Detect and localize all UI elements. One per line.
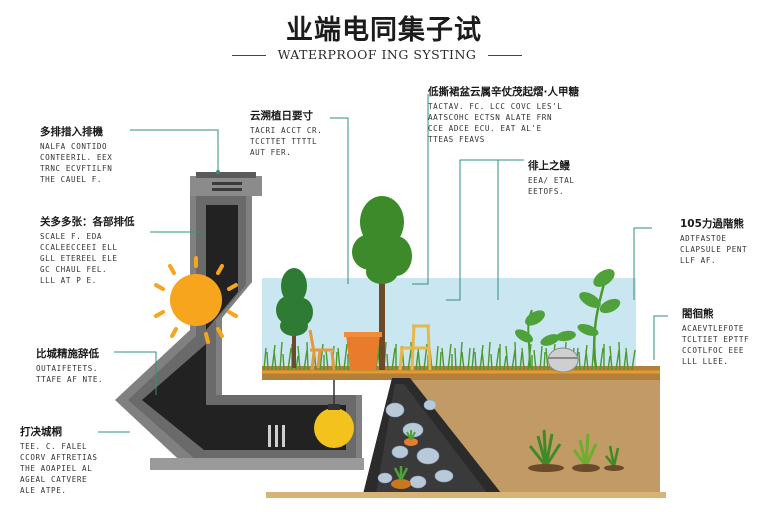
callout-9-line-2: TCLTIET EPTTF xyxy=(682,335,750,344)
callout-1: 多排措入排機 NALFA CONTIDO CONTEERIL. EEX TRNC… xyxy=(40,124,112,185)
pipe-cap-slot xyxy=(212,182,242,185)
callout-4: 打决城桐 TEE. C. FALEL CCORV AFTRETIAS THE A… xyxy=(20,424,98,496)
callout-9: 閤徊熊 ACAEVTLEFOTE TCLTIET EPTTF CCOTLFOC … xyxy=(682,306,749,367)
pipe-inner xyxy=(142,205,346,450)
subtitle-rule-left xyxy=(232,55,266,56)
chair-icon xyxy=(308,329,336,371)
callout-4-line-4: AGEAL CATVERE xyxy=(20,475,88,484)
callout-4-line-3: THE AOAPIEL AL xyxy=(20,464,93,473)
callout-5-line-3: AUT FER. xyxy=(250,148,292,157)
callout-6-line-4: TTEAS FEAVS xyxy=(428,135,485,144)
callout-4-title: 打决城桐 xyxy=(20,426,62,438)
callout-7-line-2: EETOFS. xyxy=(528,187,565,196)
callout-8-title: 105力過階熊 xyxy=(680,218,744,230)
callout-2: 关多多张：各部排低 SCALE F. EDA CCALEECCEEI ELL G… xyxy=(40,214,135,286)
chair-right-icon xyxy=(398,324,432,371)
page-title: 业端电同集子试 xyxy=(286,15,482,46)
callout-1-title: 多排措入排機 xyxy=(40,126,103,138)
page-subtitle: WATERPROOF ING SYSTING xyxy=(277,47,477,62)
callout-6-line-3: CCE ADCE ECU. EAT AL'E xyxy=(428,124,542,133)
subtitle-wrap: WATERPROOF ING SYSTING xyxy=(232,46,522,66)
callout-3: 比城精施辞低 OUTAIFETETS. TTAFE AF NTE. xyxy=(36,346,103,385)
callout-7-line-1: EEA/ ETAL xyxy=(528,176,575,185)
callout-5: 云溯植日要寸 TACRI ACCT CR. TCCTTET TTTTL AUT … xyxy=(250,108,322,158)
callout-2-line-5: LLL AT P E. xyxy=(40,276,97,285)
callout-8-line-3: LLF AF. xyxy=(680,256,717,265)
bulb-icon xyxy=(314,380,354,448)
callout-9-title: 閤徊熊 xyxy=(682,308,714,320)
vent-bars xyxy=(268,425,285,447)
underground-plants xyxy=(391,429,624,489)
callout-8: 105力過階熊 ADTFASTOE CLAPSULE PENT LLF AF. xyxy=(680,216,747,266)
callout-9-line-3: CCOTLFOC EEE xyxy=(682,346,745,355)
callout-4-line-2: CCORV AFTRETIAS xyxy=(20,453,98,462)
callout-6-line-2: AATSCOHC ECTSN ALATE FRN xyxy=(428,113,553,122)
callout-6: 低撕裙盆云属辛仗茂起熠·人甲糖 TACTAV. FC. LCC COVC LES… xyxy=(428,84,579,145)
bush-icon xyxy=(276,268,313,368)
callout-9-line-1: ACAEVTLEFOTE xyxy=(682,324,745,333)
subtitle-rule-right xyxy=(488,55,522,56)
callout-2-line-4: GC CHAUL FEL. xyxy=(40,265,108,274)
callout-6-title: 低撕裙盆云属辛仗茂起熠·人甲糖 xyxy=(428,86,579,98)
callout-8-line-1: ADTFASTOE xyxy=(680,234,727,243)
callout-7: 徘上之鳗 EEA/ ETAL EETOFS. xyxy=(528,158,575,197)
callout-1-line-1: NALFA CONTIDO xyxy=(40,142,108,151)
pipe-base xyxy=(150,458,364,470)
callout-5-line-1: TACRI ACCT CR. xyxy=(250,126,323,135)
callout-2-title: 关多多张：各部排低 xyxy=(40,216,135,228)
callout-8-line-2: CLAPSULE PENT xyxy=(680,245,748,254)
tree-icon xyxy=(352,196,412,370)
callout-2-line-2: CCALEECCEEI ELL xyxy=(40,243,118,252)
callout-3-line-2: TTAFE AF NTE. xyxy=(36,375,104,384)
pipe-cap-slot2 xyxy=(212,188,242,191)
callout-6-line-1: TACTAV. FC. LCC COVC LES'L xyxy=(428,102,563,111)
callout-5-line-2: TCCTTET TTTTL xyxy=(250,137,318,146)
pipe-cap xyxy=(190,176,262,196)
ground-strip xyxy=(266,492,666,498)
callout-3-title: 比城精施辞低 xyxy=(36,348,99,360)
gravel-stones xyxy=(377,399,454,489)
plant-icon xyxy=(514,269,621,369)
callout-1-line-3: TRNC ECVFTILFN xyxy=(40,164,113,173)
callout-2-line-1: SCALE F. EDA xyxy=(40,232,103,241)
sun-icon xyxy=(154,256,238,344)
callout-4-line-5: ALE ATPE. xyxy=(20,486,67,495)
pipe-cap-top xyxy=(196,172,256,178)
callout-3-line-1: OUTAIFETETS. xyxy=(36,364,99,373)
callout-9-line-4: LLL LLEE. xyxy=(682,357,729,366)
callout-4-line-1: TEE. C. FALEL xyxy=(20,442,88,451)
callout-1-line-2: CONTEERIL. EEX xyxy=(40,153,113,162)
drain-cap-icon xyxy=(547,347,579,373)
callout-5-title: 云溯植日要寸 xyxy=(250,110,313,122)
planter-icon xyxy=(344,332,382,370)
callout-1-line-4: THE CAUEL F. xyxy=(40,175,103,184)
callout-7-title: 徘上之鳗 xyxy=(528,160,570,172)
callout-2-line-3: GLL ETEREEL ELE xyxy=(40,254,118,263)
leader-lines xyxy=(98,94,668,433)
